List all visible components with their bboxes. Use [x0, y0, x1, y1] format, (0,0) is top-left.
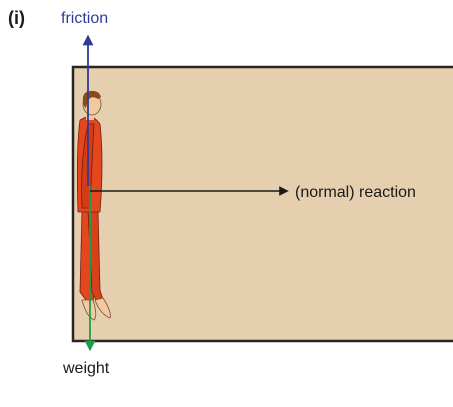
reaction-label: (normal) reaction: [295, 184, 416, 201]
friction-label: friction: [61, 10, 108, 27]
part-label: (i): [8, 8, 25, 28]
wall: [73, 67, 453, 341]
weight-label: weight: [62, 360, 110, 377]
